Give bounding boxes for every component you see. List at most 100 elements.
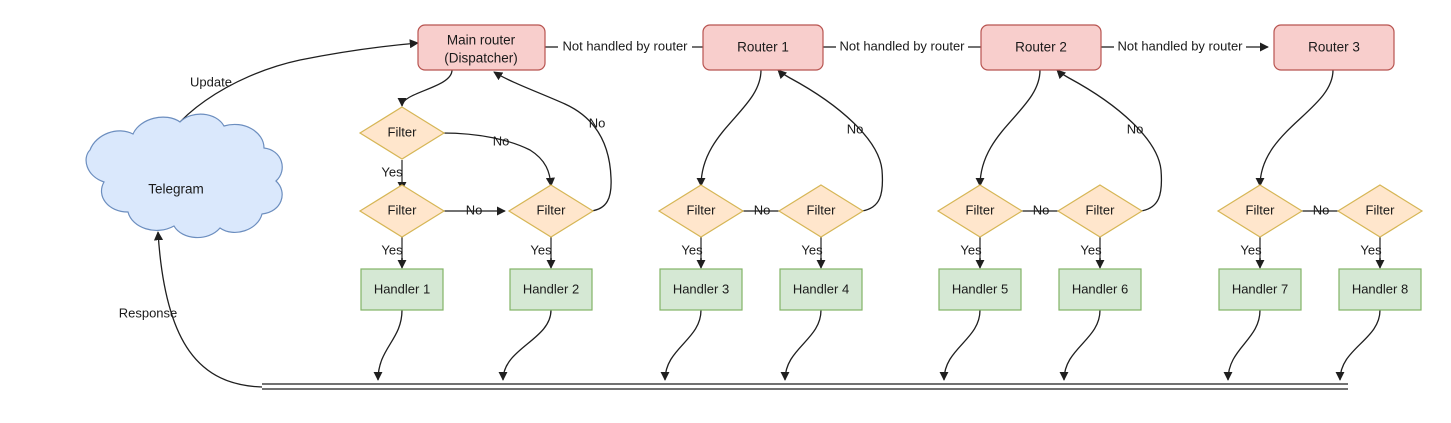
node-router-3[interactable]: Router 3 <box>1273 24 1395 71</box>
router-3-label: Router 3 <box>1308 40 1360 55</box>
edge-label-r2-filter-a-yes: Yes <box>960 242 982 257</box>
node-main-router[interactable]: Main router (Dispatcher) <box>417 24 546 71</box>
handler-2-box[interactable] <box>509 268 593 311</box>
filter-r3-a-label: Filter <box>1246 202 1276 217</box>
edge-label-main-filter-a-no: No <box>493 133 510 148</box>
edge-label-r2-filter-b-no: No <box>1127 121 1144 136</box>
edge-label-chain-main-to-r1: Not handled by router <box>562 38 688 53</box>
edge-label-update: Update <box>190 74 232 89</box>
handler-3-label: Handler 3 <box>673 281 729 296</box>
node-handler-6[interactable]: Handler 6 <box>1058 268 1142 311</box>
edge-label-main-filter-c-yes: Yes <box>530 242 552 257</box>
handler-4-label: Handler 4 <box>793 281 849 296</box>
filter-r1-a-diamond[interactable] <box>657 184 745 238</box>
edge-bus-to-telegram <box>153 231 263 388</box>
edge-label-r3-filter-a-no: No <box>1313 202 1330 217</box>
edge-label-main-filter-b-no: No <box>466 202 483 217</box>
edge-label-chain-r2-to-r3: Not handled by router <box>1117 38 1243 53</box>
filter-r3-b-diamond[interactable] <box>1336 184 1424 238</box>
filter-r1-b-diamond[interactable] <box>777 184 865 238</box>
main-router-box[interactable] <box>417 24 546 71</box>
filter-main-c-diamond[interactable] <box>507 184 595 238</box>
edge-label-r1-filter-a-no: No <box>754 202 771 217</box>
filter-main-a-diamond[interactable] <box>358 106 446 160</box>
filter-main-b-diamond[interactable] <box>358 184 446 238</box>
node-filter-main-c[interactable]: Filter <box>507 184 595 238</box>
edge-handler2-to-bus <box>498 309 552 381</box>
node-handler-5[interactable]: Handler 5 <box>938 268 1022 311</box>
handler-1-box[interactable] <box>360 268 444 311</box>
handler-8-box[interactable] <box>1338 268 1422 311</box>
telegram-cloud-node: Telegram <box>85 113 283 239</box>
edge-handler1-to-bus <box>373 309 403 381</box>
node-handler-3[interactable]: Handler 3 <box>659 268 743 311</box>
filter-r2-a-diamond[interactable] <box>936 184 1024 238</box>
edge-label-r1-filter-a-yes: Yes <box>681 242 703 257</box>
node-filter-r1-b[interactable]: Filter <box>777 184 865 238</box>
filter-r2-b-label: Filter <box>1086 202 1116 217</box>
handler-7-box[interactable] <box>1218 268 1302 311</box>
edge-label-main-filter-a-yes: Yes <box>381 164 403 179</box>
edge-main-filter-a-no-to-filter-c <box>441 132 555 187</box>
node-handler-7[interactable]: Handler 7 <box>1218 268 1302 311</box>
edge-label-r3-filter-b-yes: Yes <box>1360 242 1382 257</box>
edge-label-r2-filter-a-no: No <box>1033 202 1050 217</box>
node-filter-main-a[interactable]: Filter <box>358 106 446 160</box>
edge-handler7-to-bus <box>1223 309 1261 381</box>
edge-handler3-to-bus <box>660 309 702 381</box>
telegram-label: Telegram <box>148 182 204 197</box>
node-handler-4[interactable]: Handler 4 <box>779 268 863 311</box>
handler-7-label: Handler 7 <box>1232 281 1288 296</box>
router-1-label: Router 1 <box>737 40 789 55</box>
router-2-box[interactable] <box>980 24 1102 71</box>
edge-label-main-filter-b-yes: Yes <box>381 242 403 257</box>
handler-3-box[interactable] <box>659 268 743 311</box>
main-router-label-line1: Main router <box>447 33 516 48</box>
edge-router1-filter-b-no-to-router1 <box>777 69 884 212</box>
edge-main-router-to-filter-a <box>397 69 453 107</box>
node-handler-1[interactable]: Handler 1 <box>360 268 444 311</box>
node-filter-r3-b[interactable]: Filter <box>1336 184 1424 238</box>
node-filter-r1-a[interactable]: Filter <box>657 184 745 238</box>
edge-router3-to-filter-a <box>1255 69 1334 187</box>
node-filter-r3-a[interactable]: Filter <box>1216 184 1304 238</box>
handler-1-label: Handler 1 <box>374 281 430 296</box>
node-filter-main-b[interactable]: Filter <box>358 184 446 238</box>
node-handler-8[interactable]: Handler 8 <box>1338 268 1422 311</box>
node-filter-r2-b[interactable]: Filter <box>1056 184 1144 238</box>
edge-label-r3-filter-a-yes: Yes <box>1240 242 1262 257</box>
handler-2-label: Handler 2 <box>523 281 579 296</box>
edge-router2-to-filter-a <box>975 69 1041 187</box>
router-3-box[interactable] <box>1273 24 1395 71</box>
filter-r1-a-label: Filter <box>687 202 717 217</box>
node-router-1[interactable]: Router 1 <box>702 24 824 71</box>
edge-label-chain-r1-to-r2: Not handled by router <box>839 38 965 53</box>
router-1-box[interactable] <box>702 24 824 71</box>
handler-5-box[interactable] <box>938 268 1022 311</box>
router-2-label: Router 2 <box>1015 40 1067 55</box>
edge-label-r1-filter-b-yes: Yes <box>801 242 823 257</box>
handler-8-label: Handler 8 <box>1352 281 1408 296</box>
cloud-icon <box>85 113 283 239</box>
filter-main-a-label: Filter <box>388 124 418 139</box>
node-filter-r2-a[interactable]: Filter <box>936 184 1024 238</box>
filter-r3-a-diamond[interactable] <box>1216 184 1304 238</box>
edge-router1-to-filter-a <box>696 69 762 187</box>
handler-4-box[interactable] <box>779 268 863 311</box>
filter-r2-a-label: Filter <box>966 202 996 217</box>
node-handler-2[interactable]: Handler 2 <box>509 268 593 311</box>
handler-6-box[interactable] <box>1058 268 1142 311</box>
main-router-label-line2: (Dispatcher) <box>444 51 518 66</box>
edge-main-filter-c-no-to-main-router <box>493 71 612 212</box>
edge-label-response: Response <box>119 305 178 320</box>
edge-router2-filter-b-no-to-router2 <box>1056 69 1163 212</box>
edge-label-r2-filter-b-yes: Yes <box>1080 242 1102 257</box>
edge-handler6-to-bus <box>1059 309 1101 381</box>
node-router-2[interactable]: Router 2 <box>980 24 1102 71</box>
edge-handler8-to-bus <box>1335 309 1381 381</box>
edge-handler4-to-bus <box>780 309 822 381</box>
filter-r2-b-diamond[interactable] <box>1056 184 1144 238</box>
handler-6-label: Handler 6 <box>1072 281 1128 296</box>
